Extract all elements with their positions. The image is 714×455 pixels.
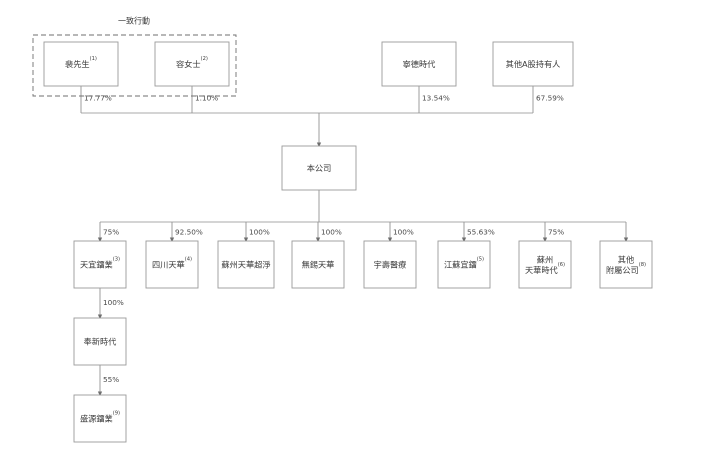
- shareholder-pct-sh-catl: 13.54%: [422, 94, 450, 103]
- company-box[interactable]: [281, 145, 357, 191]
- shareholder-box-sh-catl[interactable]: [381, 41, 457, 87]
- subsidiary-pct-sub-suzhou-tianhua-chaojing: 100%: [249, 228, 270, 237]
- acting-in-concert-frame: [32, 34, 237, 97]
- subsidiary-box-sub-tianyi-liye[interactable]: [73, 240, 127, 289]
- subsidiary-box-sub-suzhou-tianhua-shidai[interactable]: [518, 240, 572, 289]
- subsidiary-sub-jiangsu-yili-label: 江蘇宜鐂(5): [444, 256, 484, 269]
- chain-pct-chain-fengxin-shidai: 100%: [103, 298, 124, 307]
- subsidiary-box-sub-wuxi-tianhua[interactable]: [291, 240, 345, 289]
- subsidiary-box-sub-sichuan-tianhua[interactable]: [145, 240, 199, 289]
- chain-pct-chain-shengyuan-liye: 55%: [103, 375, 119, 384]
- subsidiary-sub-yushou-yiliao-label: 宇壽醫療: [374, 259, 407, 269]
- chain-chain-shengyuan-liye-label: 盛源鐂業(9): [80, 410, 120, 423]
- subsidiary-box-sub-other-subsidiaries[interactable]: [599, 240, 653, 289]
- subsidiary-sub-other-subsidiaries-label: 附屬公司(8): [606, 261, 646, 274]
- chain-box-chain-shengyuan-liye[interactable]: [73, 394, 127, 443]
- chain-chain-fengxin-shidai-label: 奉新時代: [84, 336, 117, 346]
- shareholder-pct-sh-pei: 17.77%: [84, 94, 112, 103]
- subsidiary-pct-sub-sichuan-tianhua: 92.50%: [175, 228, 203, 237]
- subsidiary-box-sub-suzhou-tianhua-chaojing[interactable]: [217, 240, 275, 289]
- subsidiary-sub-wuxi-tianhua-label: 無錫天華: [302, 259, 335, 269]
- chain-box-chain-fengxin-shidai[interactable]: [73, 317, 127, 366]
- shareholder-sh-catl-label: 寧德時代: [403, 59, 436, 69]
- subsidiary-sub-suzhou-tianhua-chaojing-label: 蘇州天華超淨: [221, 259, 270, 269]
- company-label: 本公司: [307, 163, 332, 173]
- shareholder-pct-sh-other-a: 67.59%: [536, 94, 564, 103]
- shareholder-sh-pei-label: 裴先生(1): [65, 56, 97, 69]
- concert-frame-layer: [32, 34, 237, 97]
- subsidiary-pct-sub-yushou-yiliao: 100%: [393, 228, 414, 237]
- subsidiary-box-sub-yushou-yiliao[interactable]: [363, 240, 417, 289]
- subsidiary-sub-suzhou-tianhua-shidai-label: 蘇州: [537, 254, 553, 264]
- subsidiary-sub-other-subsidiaries-label: 其他: [618, 254, 634, 264]
- shareholder-box-sh-pei[interactable]: [43, 41, 119, 87]
- shareholder-box-sh-rong[interactable]: [154, 41, 230, 87]
- subsidiary-pct-sub-wuxi-tianhua: 100%: [321, 228, 342, 237]
- subsidiary-pct-sub-suzhou-tianhua-shidai: 75%: [548, 228, 564, 237]
- entity-box-layer: [43, 41, 653, 443]
- subsidiary-box-sub-jiangsu-yili[interactable]: [437, 240, 491, 289]
- subsidiary-sub-sichuan-tianhua-label: 四川天華(4): [152, 256, 192, 269]
- connector-layer: [80, 86, 629, 397]
- subsidiary-sub-suzhou-tianhua-shidai-label: 天華時代(6): [525, 261, 565, 274]
- shareholder-sh-other-a-label: 其他A股持有人: [506, 59, 561, 69]
- subsidiary-sub-tianyi-liye-label: 天宜鐂業(3): [80, 256, 120, 269]
- shareholder-sh-rong-label: 容女士(2): [176, 56, 208, 69]
- acting-in-concert-caption: 一致行動: [118, 16, 150, 26]
- shareholder-pct-sh-rong: 1.10%: [195, 94, 218, 103]
- shareholder-box-sh-other-a[interactable]: [492, 41, 574, 87]
- subsidiary-pct-sub-jiangsu-yili: 55.63%: [467, 228, 495, 237]
- subsidiary-pct-sub-tianyi-liye: 75%: [103, 228, 119, 237]
